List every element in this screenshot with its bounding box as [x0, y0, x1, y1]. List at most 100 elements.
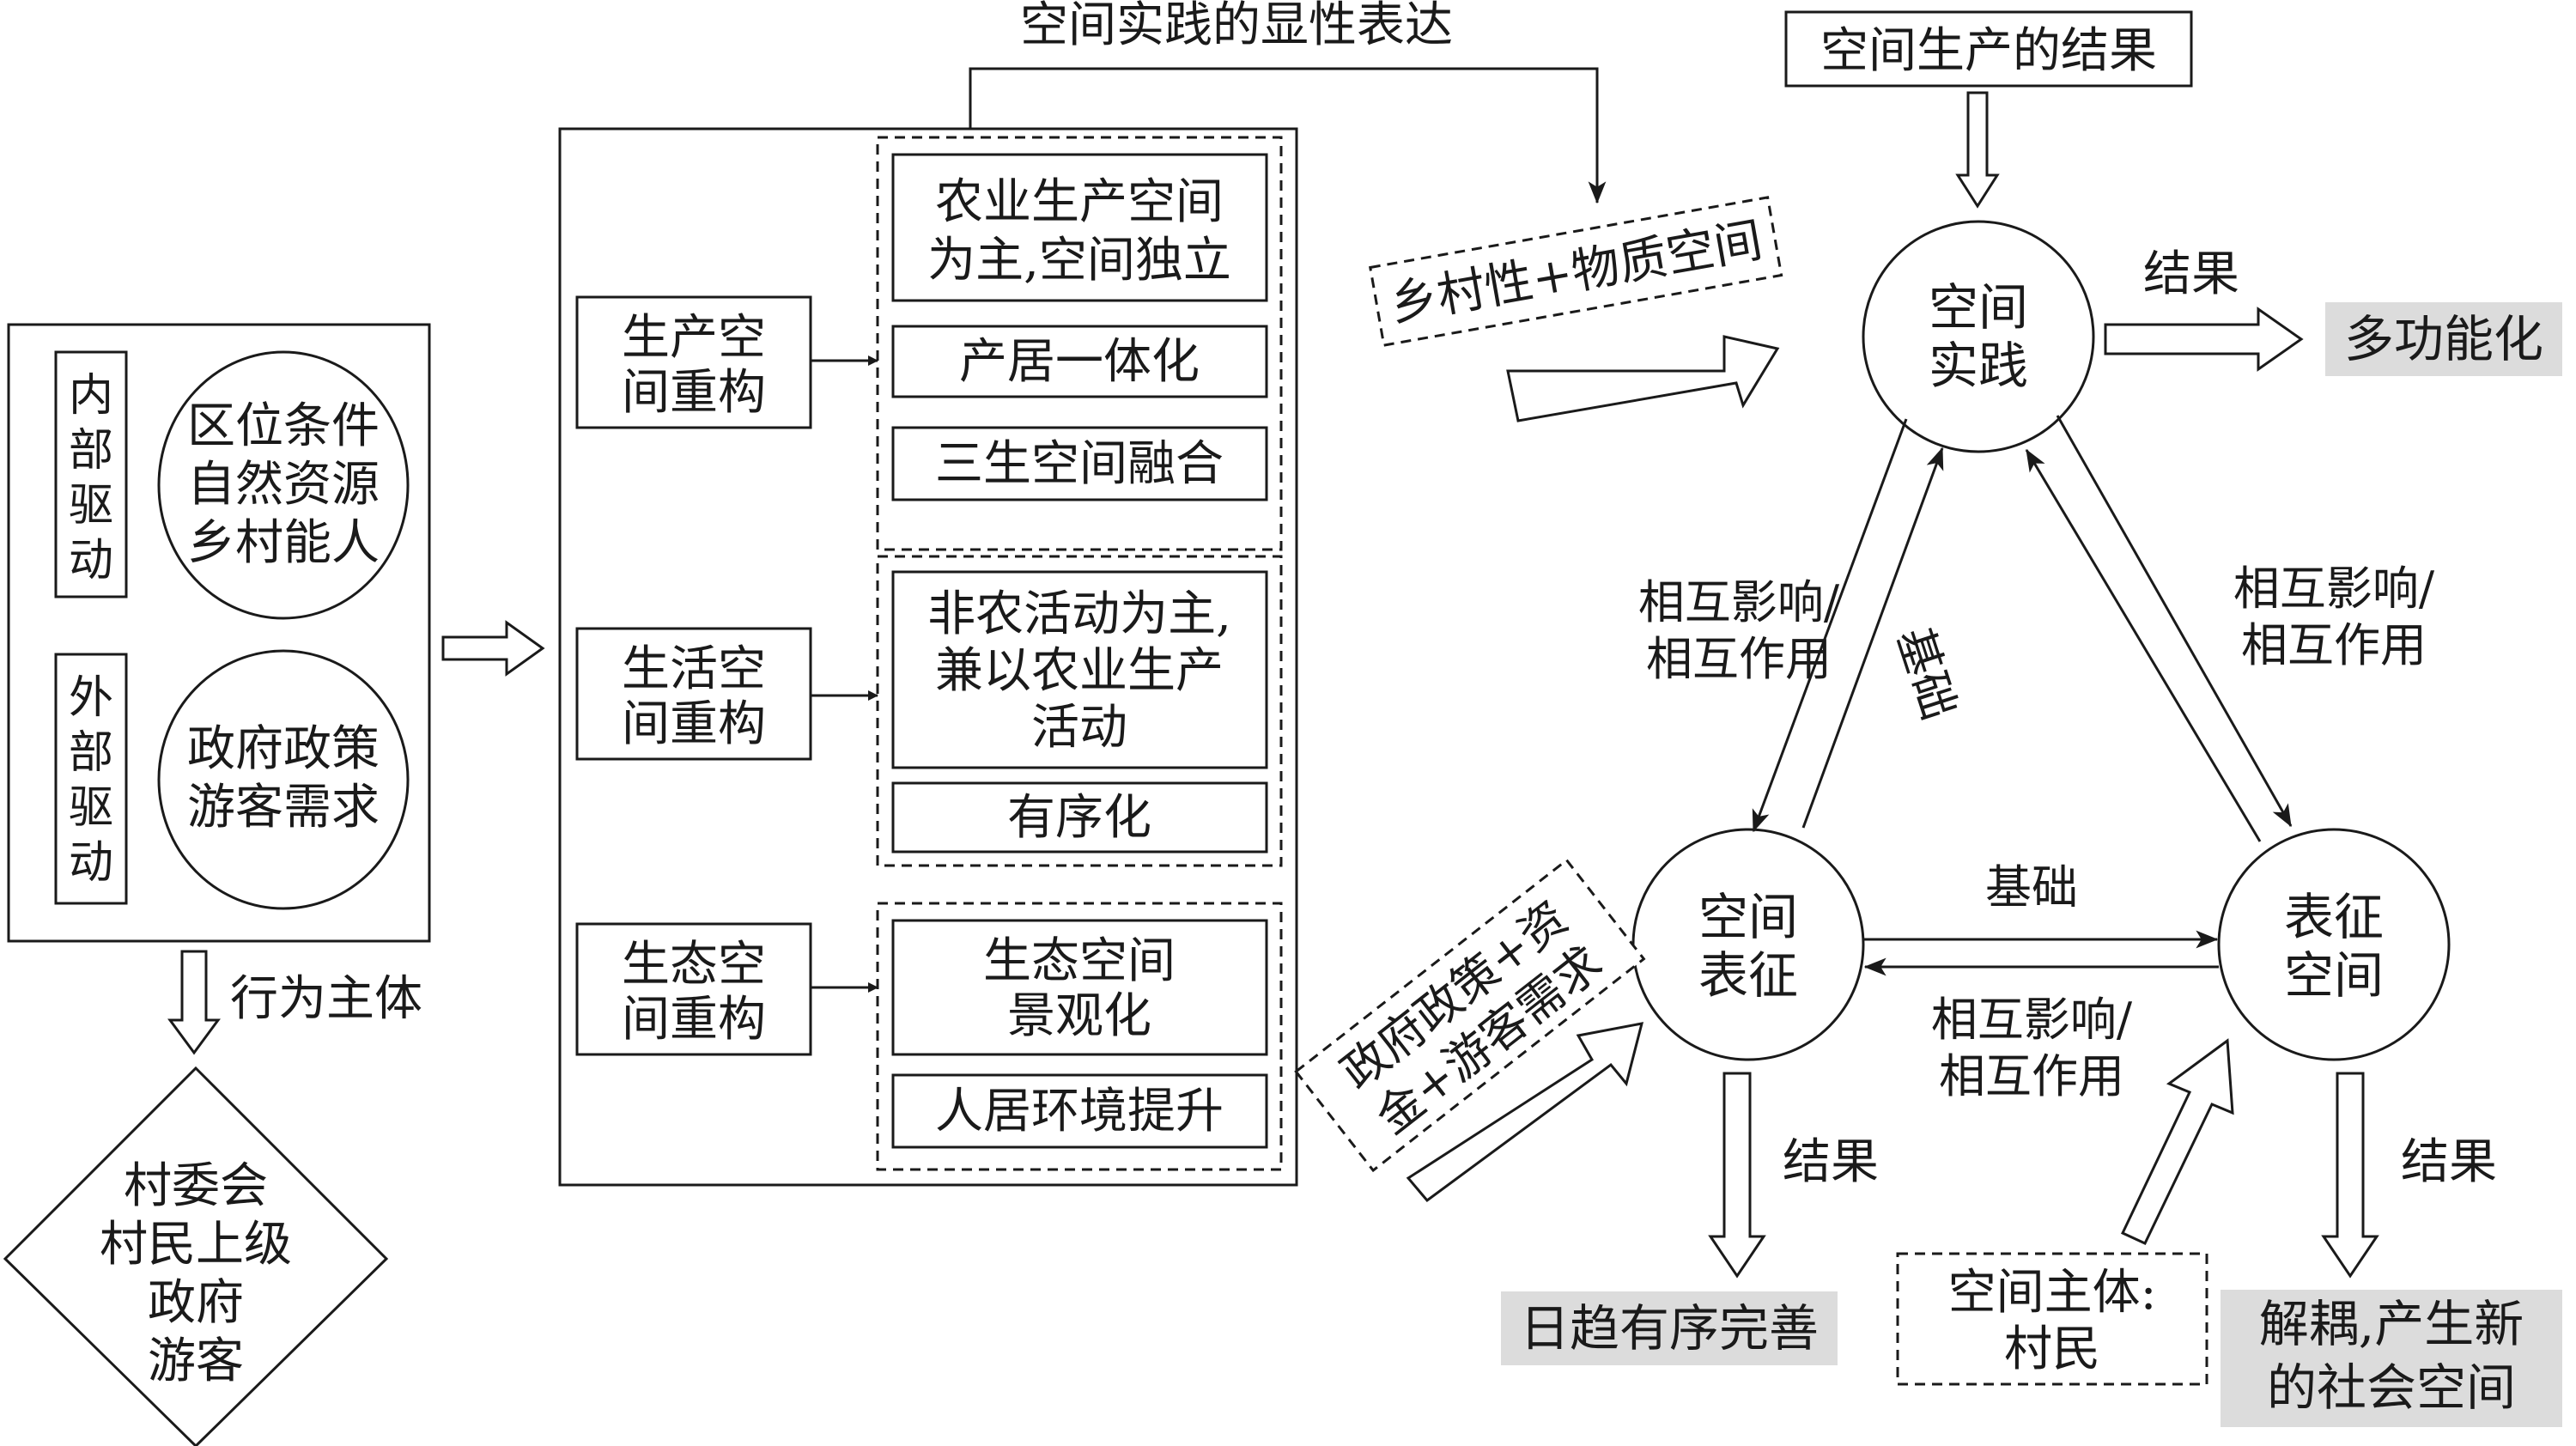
- production-result-hollow-arrow: [1955, 91, 2000, 209]
- production-restructuring-title: 间重构: [622, 365, 766, 421]
- multifunctional-outcome-bg: [2325, 302, 2562, 376]
- internal-driver-char: 内: [69, 370, 113, 422]
- representation-result-hollow-arrow: [1708, 1072, 1766, 1279]
- rural-material-hollow-arrow: [1506, 335, 1780, 422]
- external-driver-label-box: [54, 653, 128, 905]
- representational-space-label: 表征: [2284, 888, 2384, 946]
- representational-to-practice-arrow: [2025, 448, 2262, 842]
- production-restructuring-title: 生产空: [622, 310, 766, 366]
- internal-driver-char: 动: [69, 535, 113, 586]
- actor-label: 行为主体: [230, 971, 422, 1027]
- decoupling-outcome-bg: [2221, 1290, 2562, 1427]
- production-item-text: 产居一体化: [959, 334, 1200, 390]
- production-result-label: 空间生产的结果: [1820, 23, 2157, 79]
- policy-hollow-arrow: [1406, 1022, 1644, 1203]
- explicit-expression-label: 空间实践的显性表达: [1020, 0, 1453, 53]
- multifunctional-outcome: 多功能化: [2344, 310, 2543, 368]
- internal-factors-circle: [157, 350, 410, 620]
- ecology-item-box: [891, 1073, 1268, 1149]
- ecology-item-text: 生态空间: [983, 933, 1176, 989]
- production-item-text: 农业生产空间: [935, 174, 1224, 230]
- actor: 村民上级: [100, 1217, 292, 1273]
- external-driver-char: 外: [69, 672, 113, 724]
- left-mutual-label: 相互作用: [1646, 632, 1832, 686]
- production-item-box: [891, 325, 1268, 398]
- production-item-text: 三生空间融合: [935, 436, 1224, 492]
- decoupling-outcome: 的社会空间: [2267, 1358, 2516, 1417]
- orderly-outcome: 日趋有序完善: [1520, 1299, 1819, 1358]
- spatial-practice-label: 空间: [1929, 278, 2028, 337]
- production-item-text: 为主,空间独立: [927, 233, 1231, 289]
- living-item-box: [891, 781, 1268, 854]
- actor: 游客: [148, 1334, 244, 1389]
- external-factor: 政府政策: [187, 721, 380, 777]
- representational-result-label: 结果: [2401, 1134, 2497, 1190]
- living-restructuring-title: 间重构: [622, 696, 766, 752]
- external-factors-circle: [157, 649, 410, 910]
- ecology-restructuring-title: 生态空: [622, 937, 766, 993]
- spatial-subject-label: 空间主体:: [1948, 1265, 2157, 1321]
- actors-diamond: 村委会 村民上级 政府 游客: [3, 1066, 389, 1446]
- representational-result-hollow-arrow: [2321, 1072, 2379, 1279]
- ecology-dashed-group: [876, 902, 1283, 1171]
- representational-space-label: 空间: [2284, 946, 2384, 1005]
- representation-of-space-label: 空间: [1698, 888, 1798, 946]
- practice-result-label: 结果: [2143, 246, 2239, 302]
- spatial-triad: 空间生产的结果 空间 实践 空间 表征 表征 空间 相互影响/ 相互作用 基础 …: [1294, 10, 2562, 1427]
- living-item-text: 非农活动为主,: [927, 586, 1231, 642]
- actor: 政府: [148, 1275, 244, 1331]
- representation-to-practice-arrow: [1801, 447, 1944, 829]
- subject-hollow-arrow: [2120, 1038, 2234, 1245]
- orderly-outcome-bg: [1501, 1291, 1838, 1365]
- spatial-practice-node: [1862, 220, 2095, 453]
- down-hollow-arrow: [167, 950, 221, 1055]
- ecology-item-box: [891, 919, 1268, 1056]
- living-restructuring-title: 生活空: [622, 641, 766, 697]
- external-driver-char: 部: [69, 727, 113, 779]
- living-item-text: 活动: [1031, 700, 1127, 756]
- rural-material-input: 乡村性+物质空间: [1369, 196, 1783, 347]
- spatial-subject-box: [1896, 1252, 2208, 1386]
- bottom-basis-label: 基础: [1985, 860, 2078, 914]
- production-item-box: [891, 153, 1268, 302]
- internal-driver-char: 部: [69, 425, 113, 477]
- right-mutual-label: 相互作用: [2241, 618, 2427, 672]
- practice-to-representation-arrow: [1752, 418, 1908, 833]
- external-driver-char: 驱: [69, 782, 113, 834]
- production-item-box: [891, 426, 1268, 501]
- living-dashed-group: [876, 555, 1283, 867]
- spatial-subject-label: 村民: [2004, 1321, 2100, 1377]
- actor: 村委会: [124, 1158, 268, 1214]
- ecology-restructuring-title: 间重构: [622, 992, 766, 1048]
- decoupling-outcome: 解耦,产生新: [2259, 1295, 2524, 1353]
- living-item-text: 兼以农业生产: [935, 643, 1224, 699]
- internal-factor: 自然资源: [187, 457, 380, 513]
- drivers-panel: 内 部 驱 动 区位条件 自然资源 乡村能人 外 部 驱 动 政府政策 游客需求: [7, 323, 431, 943]
- external-factor: 游客需求: [187, 780, 380, 835]
- right-hollow-arrow: [441, 620, 545, 677]
- bottom-mutual-label: 相互影响/: [1931, 993, 2133, 1047]
- spatial-practice-label: 实践: [1929, 337, 2028, 395]
- living-item-box: [891, 570, 1268, 769]
- internal-driver-label-box: [54, 350, 128, 598]
- policy-input: 政府政策+资 金+游客需求: [1294, 858, 1646, 1173]
- living-item-text: 有序化: [1007, 790, 1151, 846]
- internal-factor: 区位条件: [187, 398, 380, 454]
- practice-to-representational-arrow: [2056, 415, 2293, 828]
- restructuring-panel: 空间实践的显性表达 生产空 间重构 农业生产空间 为主,空间独立 产居一体化 三…: [558, 0, 1607, 1187]
- internal-factor: 乡村能人: [187, 515, 380, 571]
- ecology-item-text: 景观化: [1007, 988, 1151, 1044]
- left-basis-label: 基础: [1886, 621, 1966, 726]
- practice-result-hollow-arrow: [2104, 307, 2304, 372]
- internal-driver-char: 驱: [69, 480, 113, 532]
- representation-of-space-label: 表征: [1698, 946, 1798, 1005]
- bottom-mutual-label: 相互作用: [1939, 1049, 2124, 1103]
- ecology-item-text: 人居环境提升: [935, 1084, 1224, 1139]
- external-driver-char: 动: [69, 837, 113, 889]
- production-result-box: [1784, 10, 2193, 88]
- left-mutual-label: 相互影响/: [1638, 575, 1840, 629]
- living-restructuring-box: [575, 627, 812, 761]
- production-dashed-group: [876, 136, 1283, 551]
- production-restructuring-box: [575, 295, 812, 429]
